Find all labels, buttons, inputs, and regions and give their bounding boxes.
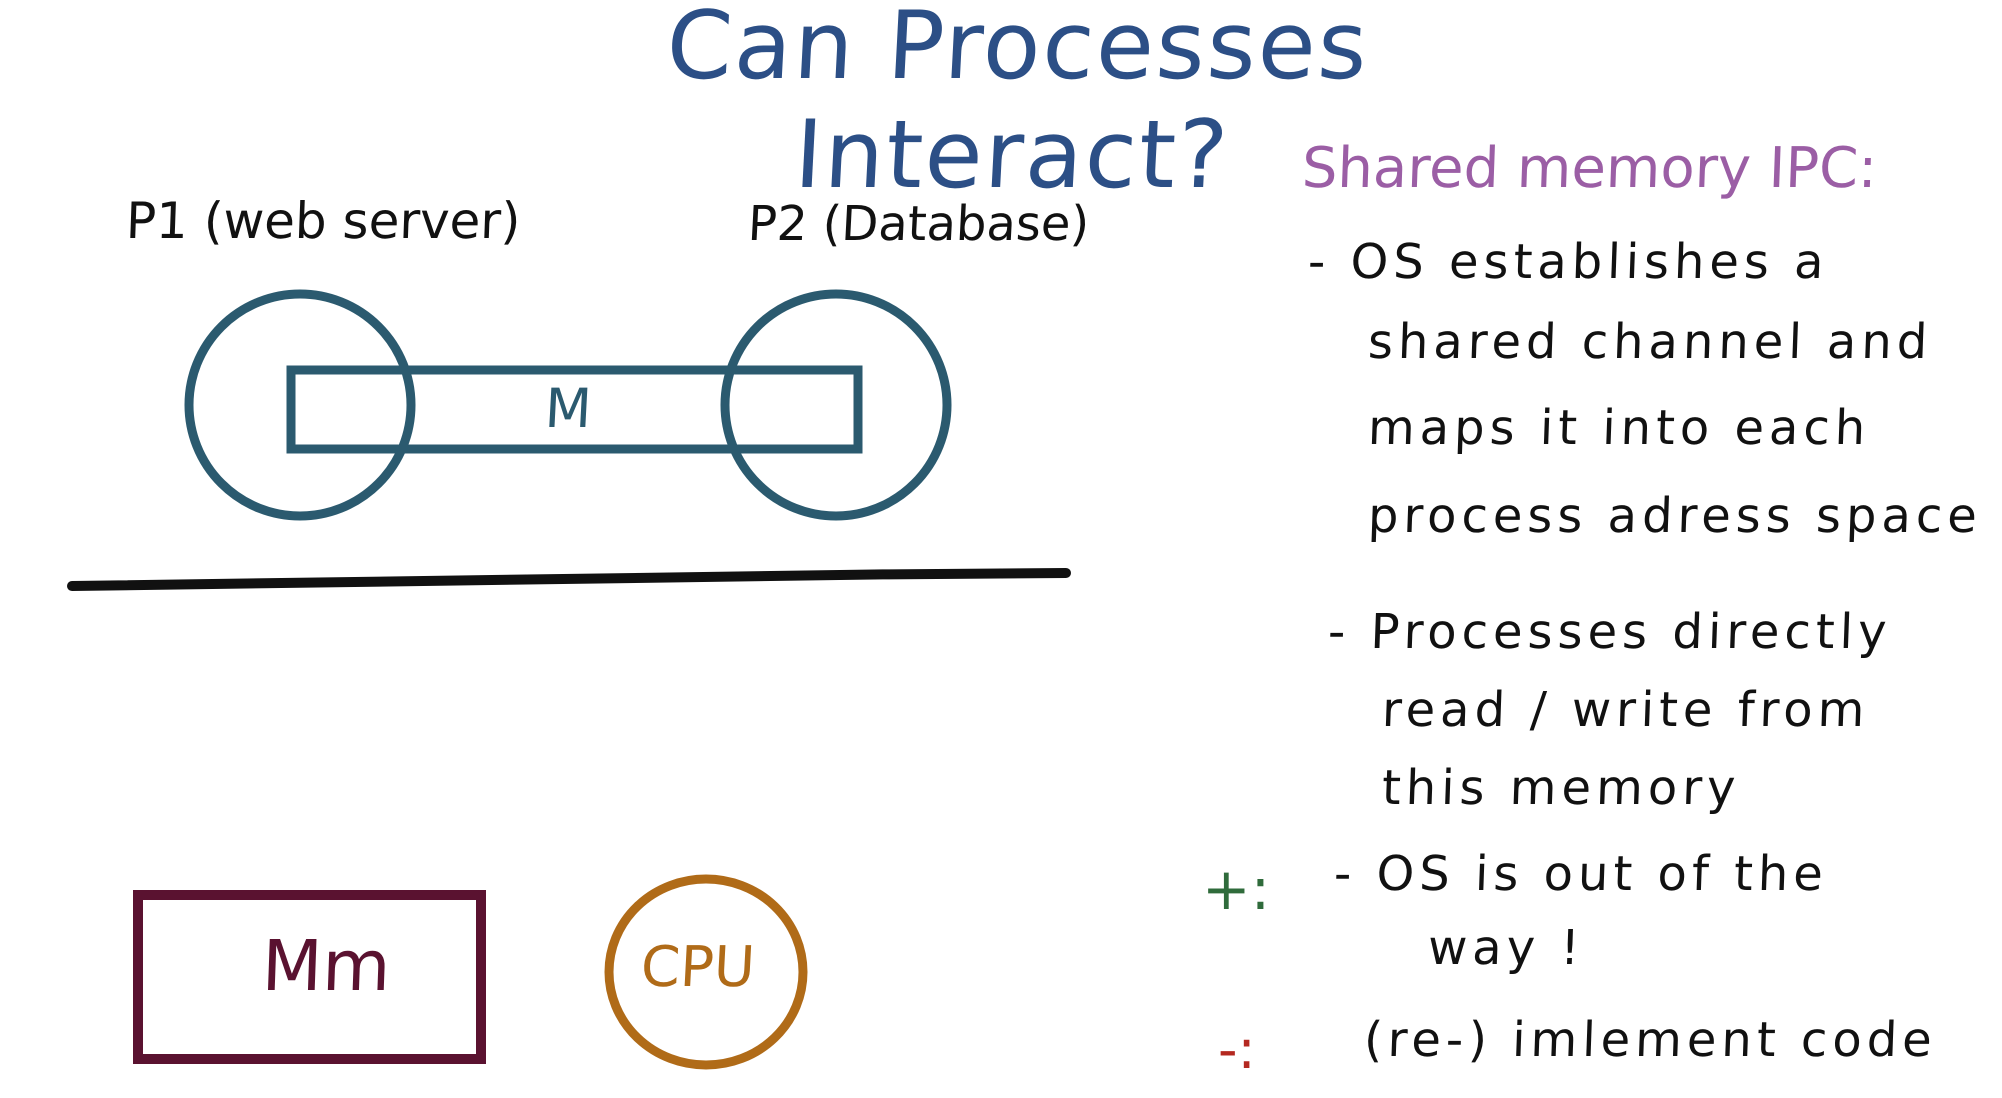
note-line-1: - OS establishes a [1307,234,1830,290]
main-memory-box [133,890,486,1064]
note-line-5: - Processes directly [1327,604,1893,660]
os-boundary-line [67,568,1071,591]
note-line-2: shared channel and [1367,314,1934,370]
note-line-8: - OS is out of the [1333,846,1829,902]
note-line-4: process adress space [1367,488,1983,544]
notes-heading: Shared memory IPC: [1300,136,1879,201]
cpu-circle [604,874,808,1070]
shared-memory-label: M [543,377,594,440]
note-line-6: read / write from [1381,682,1871,738]
note-line-9: way ! [1427,920,1586,976]
p1-circle [184,289,416,521]
main-memory-label: Mm [260,925,393,1007]
cpu-label: CPU [639,935,757,1000]
p2-circle [720,289,952,521]
note-line-3: maps it into each [1367,400,1872,456]
advantage-mark: +: [1202,855,1271,923]
disadvantage-mark: -: [1218,1018,1256,1081]
shared-memory-box [286,365,863,454]
note-line-10: (re-) imlement code [1363,1012,1938,1068]
note-line-7: this memory [1381,760,1742,816]
